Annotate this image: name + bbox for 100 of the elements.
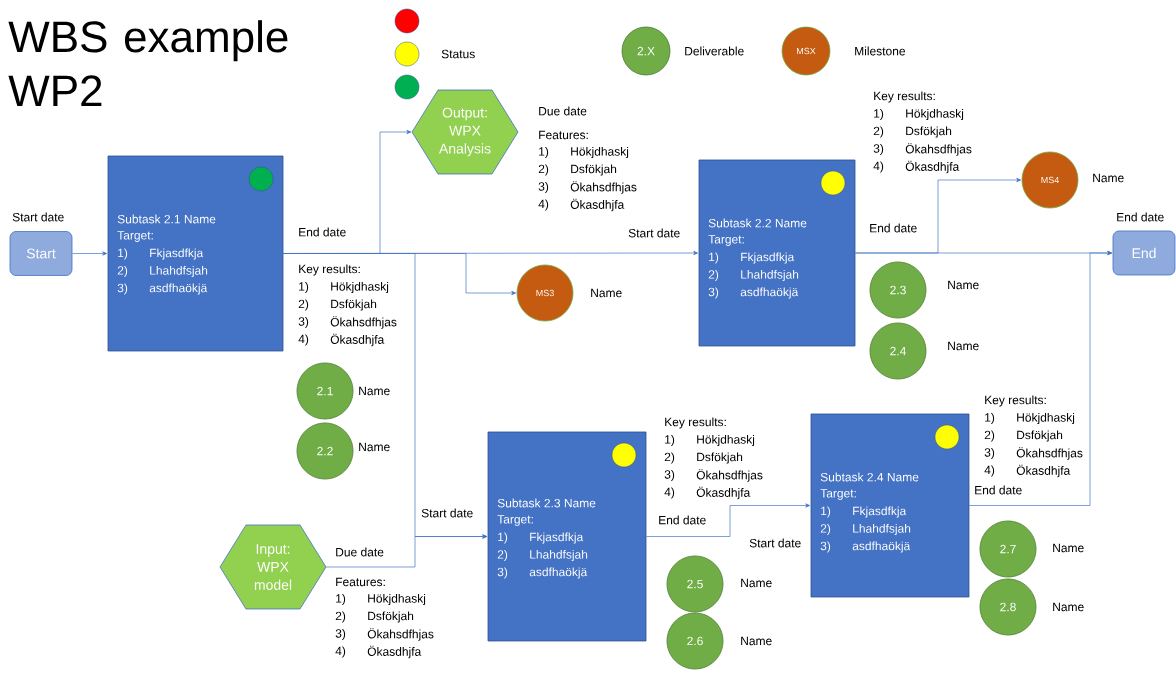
node-label: 3) bbox=[538, 181, 549, 194]
caption-label: Milestone bbox=[855, 46, 905, 56]
date-label: End date bbox=[1117, 212, 1164, 222]
node-label: Ökasdhjfa bbox=[905, 160, 960, 174]
node-label: Ökahsdfhjas bbox=[367, 628, 434, 641]
name-label: Name bbox=[948, 341, 979, 351]
date-label: Start date bbox=[12, 212, 64, 222]
key-results-list: Key results: 1) Hökjdhaskj 2) Dsfökjah 3) Ökahsdfhjas 4) Ökasdhjfa bbox=[298, 264, 397, 347]
node-label: Lhahdfsjah bbox=[530, 549, 588, 562]
arrow bbox=[72, 251, 108, 256]
node-label: 2) bbox=[117, 265, 128, 278]
node-label: Hökjdhaskj bbox=[368, 593, 426, 606]
node-label: 3) bbox=[820, 541, 831, 553]
date-label: Start date bbox=[749, 538, 801, 548]
node-label: Dsfökjah bbox=[571, 164, 617, 176]
node-label: 3) bbox=[984, 447, 995, 460]
node-label: Dsfökjah bbox=[1017, 430, 1063, 442]
node-label: 1) bbox=[336, 593, 346, 606]
date-label: Start date bbox=[628, 228, 680, 238]
node-label: asdfhaökjä bbox=[852, 541, 911, 553]
node-label: Ökasdhjfa bbox=[696, 486, 751, 500]
node-label: Hökjdhaskj bbox=[331, 281, 389, 294]
node-label: 2) bbox=[538, 164, 549, 176]
node-label: 3) bbox=[664, 469, 675, 482]
node-label: Hökjdhaskj bbox=[571, 146, 629, 159]
name-label: Name bbox=[1093, 173, 1124, 183]
name-label: Name bbox=[948, 280, 979, 290]
node-label: Ökahsdfhjas bbox=[905, 143, 972, 156]
key-results-list: Key results: 1) Hökjdhaskj 2) Dsfökjah 3) Ökahsdfhjas 4) Ökasdhjfa bbox=[984, 395, 1083, 478]
node-label: 3) bbox=[335, 628, 346, 641]
node-label: 3) bbox=[298, 316, 309, 329]
date-label: End date bbox=[299, 227, 346, 237]
node-label: 3) bbox=[497, 567, 508, 579]
node-label: Key results: bbox=[874, 91, 935, 103]
date-label: Due date bbox=[539, 106, 587, 116]
node-label: Subtask 2.2 Name bbox=[708, 218, 807, 228]
node-label: Ökahsdfhjas bbox=[330, 316, 397, 329]
date-label: End date bbox=[975, 485, 1022, 495]
name-label: Name bbox=[359, 442, 390, 452]
subtask-box: Subtask 2.3 Name Target: 1) Fkjasdfkja 2) Lhahdfsjah 3) asdfhaökjä bbox=[487, 431, 647, 642]
node-label: 2) bbox=[298, 299, 309, 311]
node-label: Lhahdfsjah bbox=[741, 269, 799, 282]
node-label: Target: bbox=[497, 515, 533, 526]
hexagon: Output: WPX Analysis bbox=[411, 89, 519, 175]
node-label: 2) bbox=[708, 269, 719, 282]
node-label: 1) bbox=[299, 281, 309, 294]
node-label: 1) bbox=[118, 248, 128, 260]
node-label: Ökasdhjfa bbox=[570, 198, 625, 212]
date-label: End date bbox=[870, 223, 917, 233]
node-label: 1) bbox=[665, 434, 675, 447]
node-label: Key results: bbox=[299, 264, 360, 276]
node-label: 3) bbox=[873, 143, 884, 156]
name-label: Name bbox=[359, 386, 390, 396]
node-label: Lhahdfsjah bbox=[150, 265, 208, 278]
node-label: Subtask 2.3 Name bbox=[497, 498, 596, 508]
name-label: Name bbox=[1053, 543, 1084, 553]
node-label: 1) bbox=[539, 146, 549, 159]
node-label: Ökahsdfhjas bbox=[570, 181, 637, 194]
node-label: 4) bbox=[984, 465, 995, 477]
node-label: 3) bbox=[117, 283, 128, 295]
node-label: 1) bbox=[498, 532, 508, 544]
node-label: Features: bbox=[539, 130, 588, 140]
hexagon: Input: WPX model bbox=[219, 524, 327, 610]
name-label: Name bbox=[741, 636, 772, 646]
arrow bbox=[646, 503, 811, 537]
node-label: 4) bbox=[873, 161, 884, 173]
node-label: 3) bbox=[708, 287, 719, 299]
status-label: Status bbox=[441, 49, 475, 59]
date-label: Due date bbox=[336, 547, 384, 557]
terminal-box: End bbox=[1112, 230, 1176, 276]
node-label: 1) bbox=[874, 108, 884, 121]
node-label: Target: bbox=[117, 231, 153, 242]
node-label: 2) bbox=[335, 611, 346, 623]
name-label: Name bbox=[1053, 602, 1084, 612]
node-label: Ökasdhjfa bbox=[330, 333, 385, 347]
node-label: 2) bbox=[984, 430, 995, 442]
node-label: Key results: bbox=[665, 417, 726, 429]
features-list: Features: 1) Hökjdhaskj 2) Dsfökjah 3) Ökahsdfhjas 4) Ökasdhjfa bbox=[335, 577, 434, 659]
name-label: Name bbox=[741, 578, 772, 588]
subtask-box: Subtask 2.1 Name Target: 1) Fkjasdfkja 2) Lhahdfsjah 3) asdfhaökjä bbox=[107, 155, 284, 352]
node-label: Fkjasdfkja bbox=[741, 252, 795, 264]
node-label: Fkjasdfkja bbox=[853, 506, 907, 518]
node-label: Dsfökjah bbox=[368, 611, 414, 623]
node-label: Ökahsdfhjas bbox=[1016, 447, 1083, 460]
node-label: Dsfökjah bbox=[331, 299, 377, 311]
node-label: 2) bbox=[820, 523, 831, 536]
subtask-box: Subtask 2.2 Name Target: 1) Fkjasdfkja 2) Lhahdfsjah 3) asdfhaökjä bbox=[698, 159, 856, 347]
key-results-list: Key results: 1) Hökjdhaskj 2) Dsfökjah 3) Ökahsdfhjas 4) Ökasdhjfa bbox=[873, 91, 972, 174]
node-label: Subtask 2.4 Name bbox=[820, 472, 919, 482]
name-label: Name bbox=[591, 288, 622, 298]
key-results-list: Key results: 1) Hökjdhaskj 2) Dsfökjah 3) Ökahsdfhjas 4) Ökasdhjfa bbox=[664, 417, 763, 500]
node-label: 1) bbox=[985, 412, 995, 425]
node-label: Ökasdhjfa bbox=[367, 645, 422, 659]
node-label: 2) bbox=[497, 549, 508, 562]
node-label: Features: bbox=[336, 577, 385, 587]
date-label: End date bbox=[659, 515, 706, 525]
node-label: Ökasdhjfa bbox=[1016, 464, 1071, 478]
node-label: 1) bbox=[709, 252, 719, 264]
node-label: Hökjdhaskj bbox=[697, 434, 755, 447]
node-label: 2) bbox=[664, 452, 675, 464]
